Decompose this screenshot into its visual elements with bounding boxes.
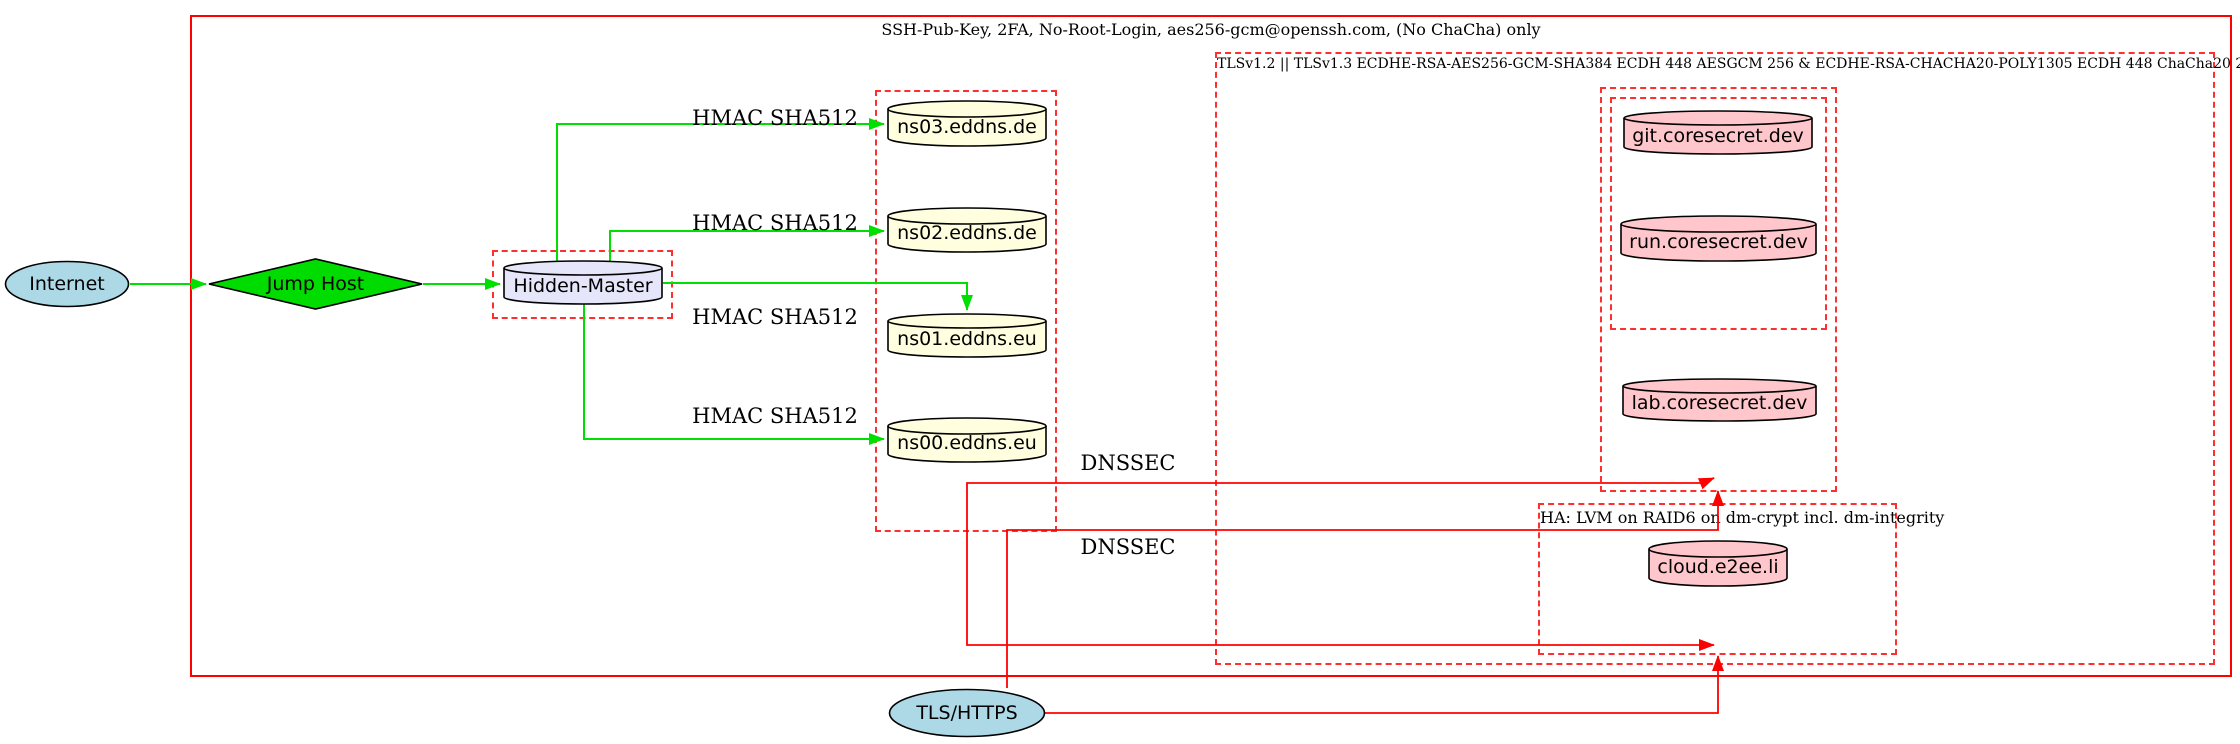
cylinder-shape (1620, 215, 1817, 262)
node-tls-https-label: TLS/HTTPS (916, 702, 1018, 724)
node-ns03-label: ns03.eddns.de (897, 115, 1037, 138)
cylinder-shape (887, 417, 1047, 463)
node-run-label: run.coresecret.dev (1629, 230, 1808, 253)
edge-label-dnssec-2: DNSSEC (1080, 535, 1176, 559)
edge-label-hmac-ns03: HMAC SHA512 (692, 106, 858, 130)
cluster-ssh-label: SSH-Pub-Key, 2FA, No-Root-Login, aes256-… (881, 20, 1541, 39)
edge-eddns-dnssec-to-cloud (966, 532, 1715, 651)
edge-tlshttps-to-coresecret (1006, 490, 1724, 688)
diamond-shape (208, 258, 423, 310)
cylinder-shape (1622, 378, 1817, 422)
node-internet: Internet (4, 260, 130, 308)
edge-tlshttps-to-ha (1045, 655, 1724, 714)
node-cloud: cloud.e2ee.li (1648, 540, 1788, 587)
edge-hiddenmaster-to-ns02 (609, 225, 885, 262)
cylinder-shape (887, 100, 1047, 147)
node-hidden-master: Hidden-Master (503, 260, 663, 305)
node-ns01: ns01.eddns.eu (887, 313, 1047, 358)
node-jump-host-label: Jump Host (266, 273, 365, 295)
ellipse-shape (888, 688, 1046, 738)
edge-hiddenmaster-to-ns01 (663, 282, 973, 311)
cylinder-shape (503, 260, 663, 305)
cylinder-shape (1623, 110, 1813, 155)
ellipse-shape (4, 260, 130, 308)
node-run: run.coresecret.dev (1620, 215, 1817, 262)
edge-label-hmac-ns01: HMAC SHA512 (692, 305, 858, 329)
cluster-gitrun-box (1610, 97, 1827, 330)
node-ns02-label: ns02.eddns.de (897, 222, 1037, 244)
node-ns02: ns02.eddns.de (887, 207, 1047, 253)
edge-label-hmac-ns02: HMAC SHA512 (692, 211, 858, 235)
node-tls-https: TLS/HTTPS (888, 688, 1046, 738)
node-ns01-label: ns01.eddns.eu (897, 327, 1037, 350)
cylinder-shape (887, 313, 1047, 358)
edge-label-dnssec-1: DNSSEC (1080, 451, 1176, 475)
cluster-tls-label: TLSv1.2 || TLSv1.3 ECDHE-RSA-AES256-GCM-… (1217, 56, 2240, 72)
edge-hiddenmaster-to-ns00 (583, 303, 885, 445)
edge-label-hmac-ns00: HMAC SHA512 (692, 404, 858, 428)
node-lab-label: lab.coresecret.dev (1631, 392, 1808, 414)
node-ns00: ns00.eddns.eu (887, 417, 1047, 463)
cluster-ssh-box: SSH-Pub-Key, 2FA, No-Root-Login, aes256-… (190, 15, 2232, 677)
cluster-ha-label: HA: LVM on RAID6 on dm-crypt incl. dm-in… (1540, 508, 1945, 527)
node-cloud-label: cloud.e2ee.li (1657, 555, 1779, 578)
cylinder-shape (1648, 540, 1788, 587)
node-git: git.coresecret.dev (1623, 110, 1813, 155)
node-jump-host: Jump Host (208, 258, 423, 310)
node-ns00-label: ns00.eddns.eu (897, 432, 1037, 454)
node-ns03: ns03.eddns.de (887, 100, 1047, 147)
node-hidden-master-label: Hidden-Master (513, 274, 653, 297)
edge-hiddenmaster-to-ns03 (556, 118, 885, 262)
node-lab: lab.coresecret.dev (1622, 378, 1817, 422)
node-git-label: git.coresecret.dev (1632, 124, 1804, 147)
node-internet-label: Internet (29, 273, 105, 295)
edge-eddns-dnssec-to-coresecret (966, 477, 1715, 532)
cluster-eddns-box (875, 90, 1057, 532)
cylinder-shape (887, 207, 1047, 253)
